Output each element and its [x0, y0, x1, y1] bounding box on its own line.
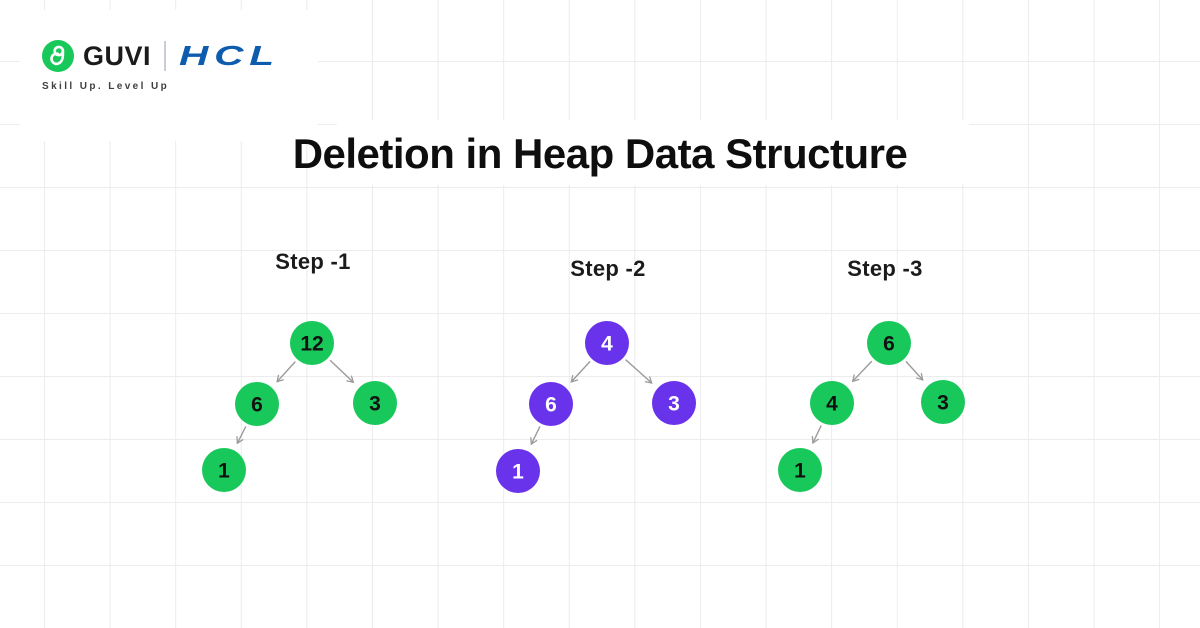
tree-node-value: 4	[601, 333, 613, 356]
step-1-label: Step -1	[275, 249, 351, 274]
tree-node-circle	[585, 321, 629, 365]
edge-arrow	[625, 359, 652, 383]
edge-arrow	[531, 426, 541, 444]
tree-node-value: 6	[545, 394, 557, 417]
brand-tagline: Skill Up. Level Up	[42, 81, 170, 92]
tree-node-circle	[290, 321, 334, 365]
tree-node-value: 1	[218, 460, 230, 483]
guvi-logo-icon	[42, 40, 74, 72]
logo-backdrop	[20, 10, 318, 141]
tree-node-value: 6	[883, 333, 895, 356]
edge-arrow	[905, 360, 923, 380]
edge-arrow	[813, 425, 822, 443]
tree-node-circle	[778, 448, 822, 492]
tree-node-value: 3	[668, 393, 680, 416]
page-title: Deletion in Heap Data Structure	[292, 130, 908, 177]
tree-node-circle	[652, 381, 696, 425]
edge-arrow	[853, 360, 873, 381]
brand-divider	[164, 41, 167, 71]
tree-node-value: 12	[300, 333, 323, 356]
tree-step-3: 6 4 3 1	[778, 321, 965, 492]
tree-node-value: 3	[937, 392, 949, 415]
edge-arrow	[329, 359, 353, 382]
title-backdrop	[333, 120, 973, 185]
tree-node-circle	[235, 382, 279, 426]
tree-node-circle	[921, 380, 965, 424]
guvi-wordmark: GUVI	[83, 40, 152, 71]
tree-node-circle	[529, 382, 573, 426]
brand-logo-row: GUVI HCL	[42, 40, 274, 72]
tree-node-circle	[496, 449, 540, 493]
hcl-wordmark: HCL	[179, 40, 280, 71]
tree-node-value: 3	[369, 393, 381, 416]
tree-node-circle	[867, 321, 911, 365]
tree-node-value: 6	[251, 394, 263, 417]
tree-node-circle	[353, 381, 397, 425]
edge-arrow	[571, 360, 591, 382]
edge-arrow	[277, 361, 296, 382]
tree-node-value: 4	[826, 393, 838, 416]
step-3-label: Step -3	[847, 256, 923, 281]
tree-step-2: 4 6 3 1	[496, 321, 696, 493]
tree-step-1: 12 6 3 1	[202, 321, 397, 492]
tree-node-value: 1	[794, 460, 806, 483]
edge-arrow	[237, 426, 247, 443]
step-2-label: Step -2	[570, 256, 646, 281]
tree-node-circle	[810, 381, 854, 425]
tree-node-value: 1	[512, 461, 524, 484]
brand-header: GUVI HCL Skill Up. Level Up	[42, 40, 274, 92]
tree-node-circle	[202, 448, 246, 492]
